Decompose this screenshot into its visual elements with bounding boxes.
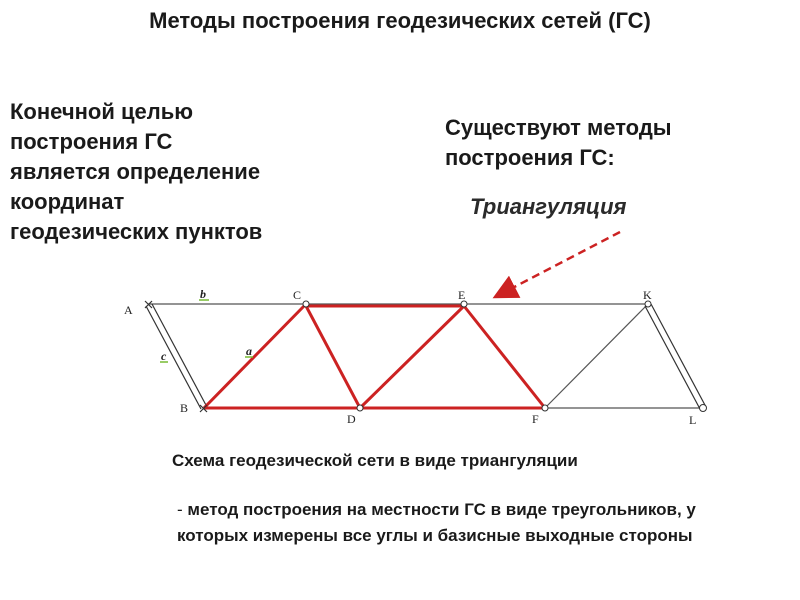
- pointer-arrow: [492, 230, 621, 299]
- point-markers: [302, 300, 707, 412]
- point-label-A: A: [124, 303, 133, 317]
- red-network: [202, 302, 547, 410]
- side-A-B-2: [151, 303, 208, 408]
- point-label-C: C: [293, 288, 301, 302]
- edge-F-K: [544, 303, 649, 409]
- point-D-marker: [356, 404, 364, 412]
- side-markers: [160, 299, 253, 363]
- point-label-F: F: [532, 412, 539, 426]
- definition-dash: -: [177, 500, 183, 519]
- methods-intro-text: Существуют методы построения ГС:: [445, 115, 672, 170]
- edge-C-D: [304, 305, 362, 409]
- base-point-markers: [144, 300, 208, 413]
- point-label-B: B: [180, 401, 188, 415]
- side-label-a: a: [246, 344, 252, 358]
- point-L-marker: [699, 404, 707, 412]
- point-label-E: E: [458, 288, 465, 302]
- point-label-K: K: [643, 288, 652, 302]
- point-label-D: D: [347, 412, 356, 426]
- base-sides: [145, 303, 707, 410]
- side-K-L-2: [650, 303, 707, 408]
- goal-text: Конечной целью построения ГС является оп…: [10, 99, 263, 244]
- side-label-b: b: [200, 287, 206, 301]
- side-A-B-1: [145, 305, 202, 410]
- triangulation-label: Триангуляция: [470, 194, 627, 219]
- triangulation-definition: - метод построения на местности ГС в вид…: [177, 497, 757, 549]
- side-K-L-1: [644, 305, 701, 410]
- edge-B-C: [202, 302, 308, 410]
- point-E-marker: [460, 300, 468, 308]
- definition-text: метод построения на местности ГС в виде …: [177, 500, 696, 545]
- frame-lines: [148, 303, 703, 409]
- point-C-marker: [302, 300, 310, 308]
- side-label-c: c: [161, 349, 167, 363]
- diagram-caption: Схема геодезической сети в виде триангул…: [172, 451, 578, 470]
- point-F-marker: [541, 404, 549, 412]
- edge-E-F: [462, 305, 547, 409]
- point-label-L: L: [689, 413, 696, 427]
- page-title: Методы построения геодезических сетей (Г…: [149, 8, 651, 33]
- edge-D-E: [358, 304, 466, 410]
- point-K-marker: [644, 300, 652, 308]
